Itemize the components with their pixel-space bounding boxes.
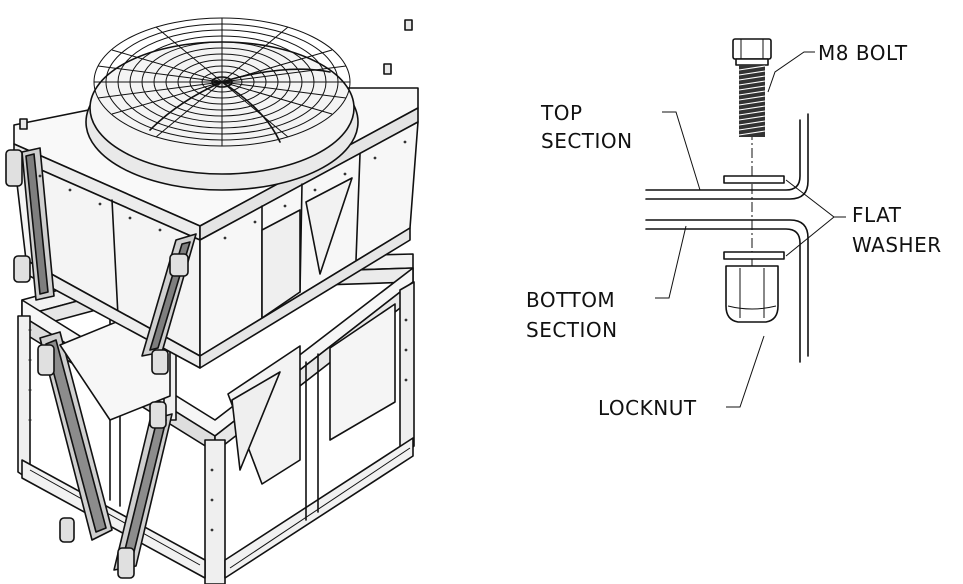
bolt-shank [738,65,766,137]
label-m8-bolt: M8 BOLT [818,41,908,65]
leader-locknut [726,335,765,408]
label-top-section-line2: SECTION [541,129,633,153]
flat-washer-bottom [723,251,785,260]
bottom-section-frame [17,253,415,584]
label-bottom-section-line2: SECTION [526,318,618,342]
label-locknut: LOCKNUT [598,396,697,420]
label-flat-washer-line1: FLAT [852,203,902,227]
leader-bottom-section [655,225,687,299]
locknut [725,265,779,323]
bolt-head [732,38,772,66]
leader-bolt [767,51,815,93]
leader-flat-washer-bottom [785,216,835,257]
flat-washer-top [723,175,785,184]
label-bottom-section-line1: BOTTOM [526,288,615,312]
fan-guard [85,17,359,191]
rivet-dots [28,140,408,532]
top-section-sheet [645,119,801,191]
label-top-section-line1: TOP [540,101,583,125]
leader-top-section [662,111,701,191]
label-flat-washer-line2: WASHER [852,233,942,257]
cooler-unit-illustration [5,17,419,584]
bolt-joint-detail: M8 BOLT TOP SECTION FLAT WASHER BOTTOM S… [526,38,942,420]
